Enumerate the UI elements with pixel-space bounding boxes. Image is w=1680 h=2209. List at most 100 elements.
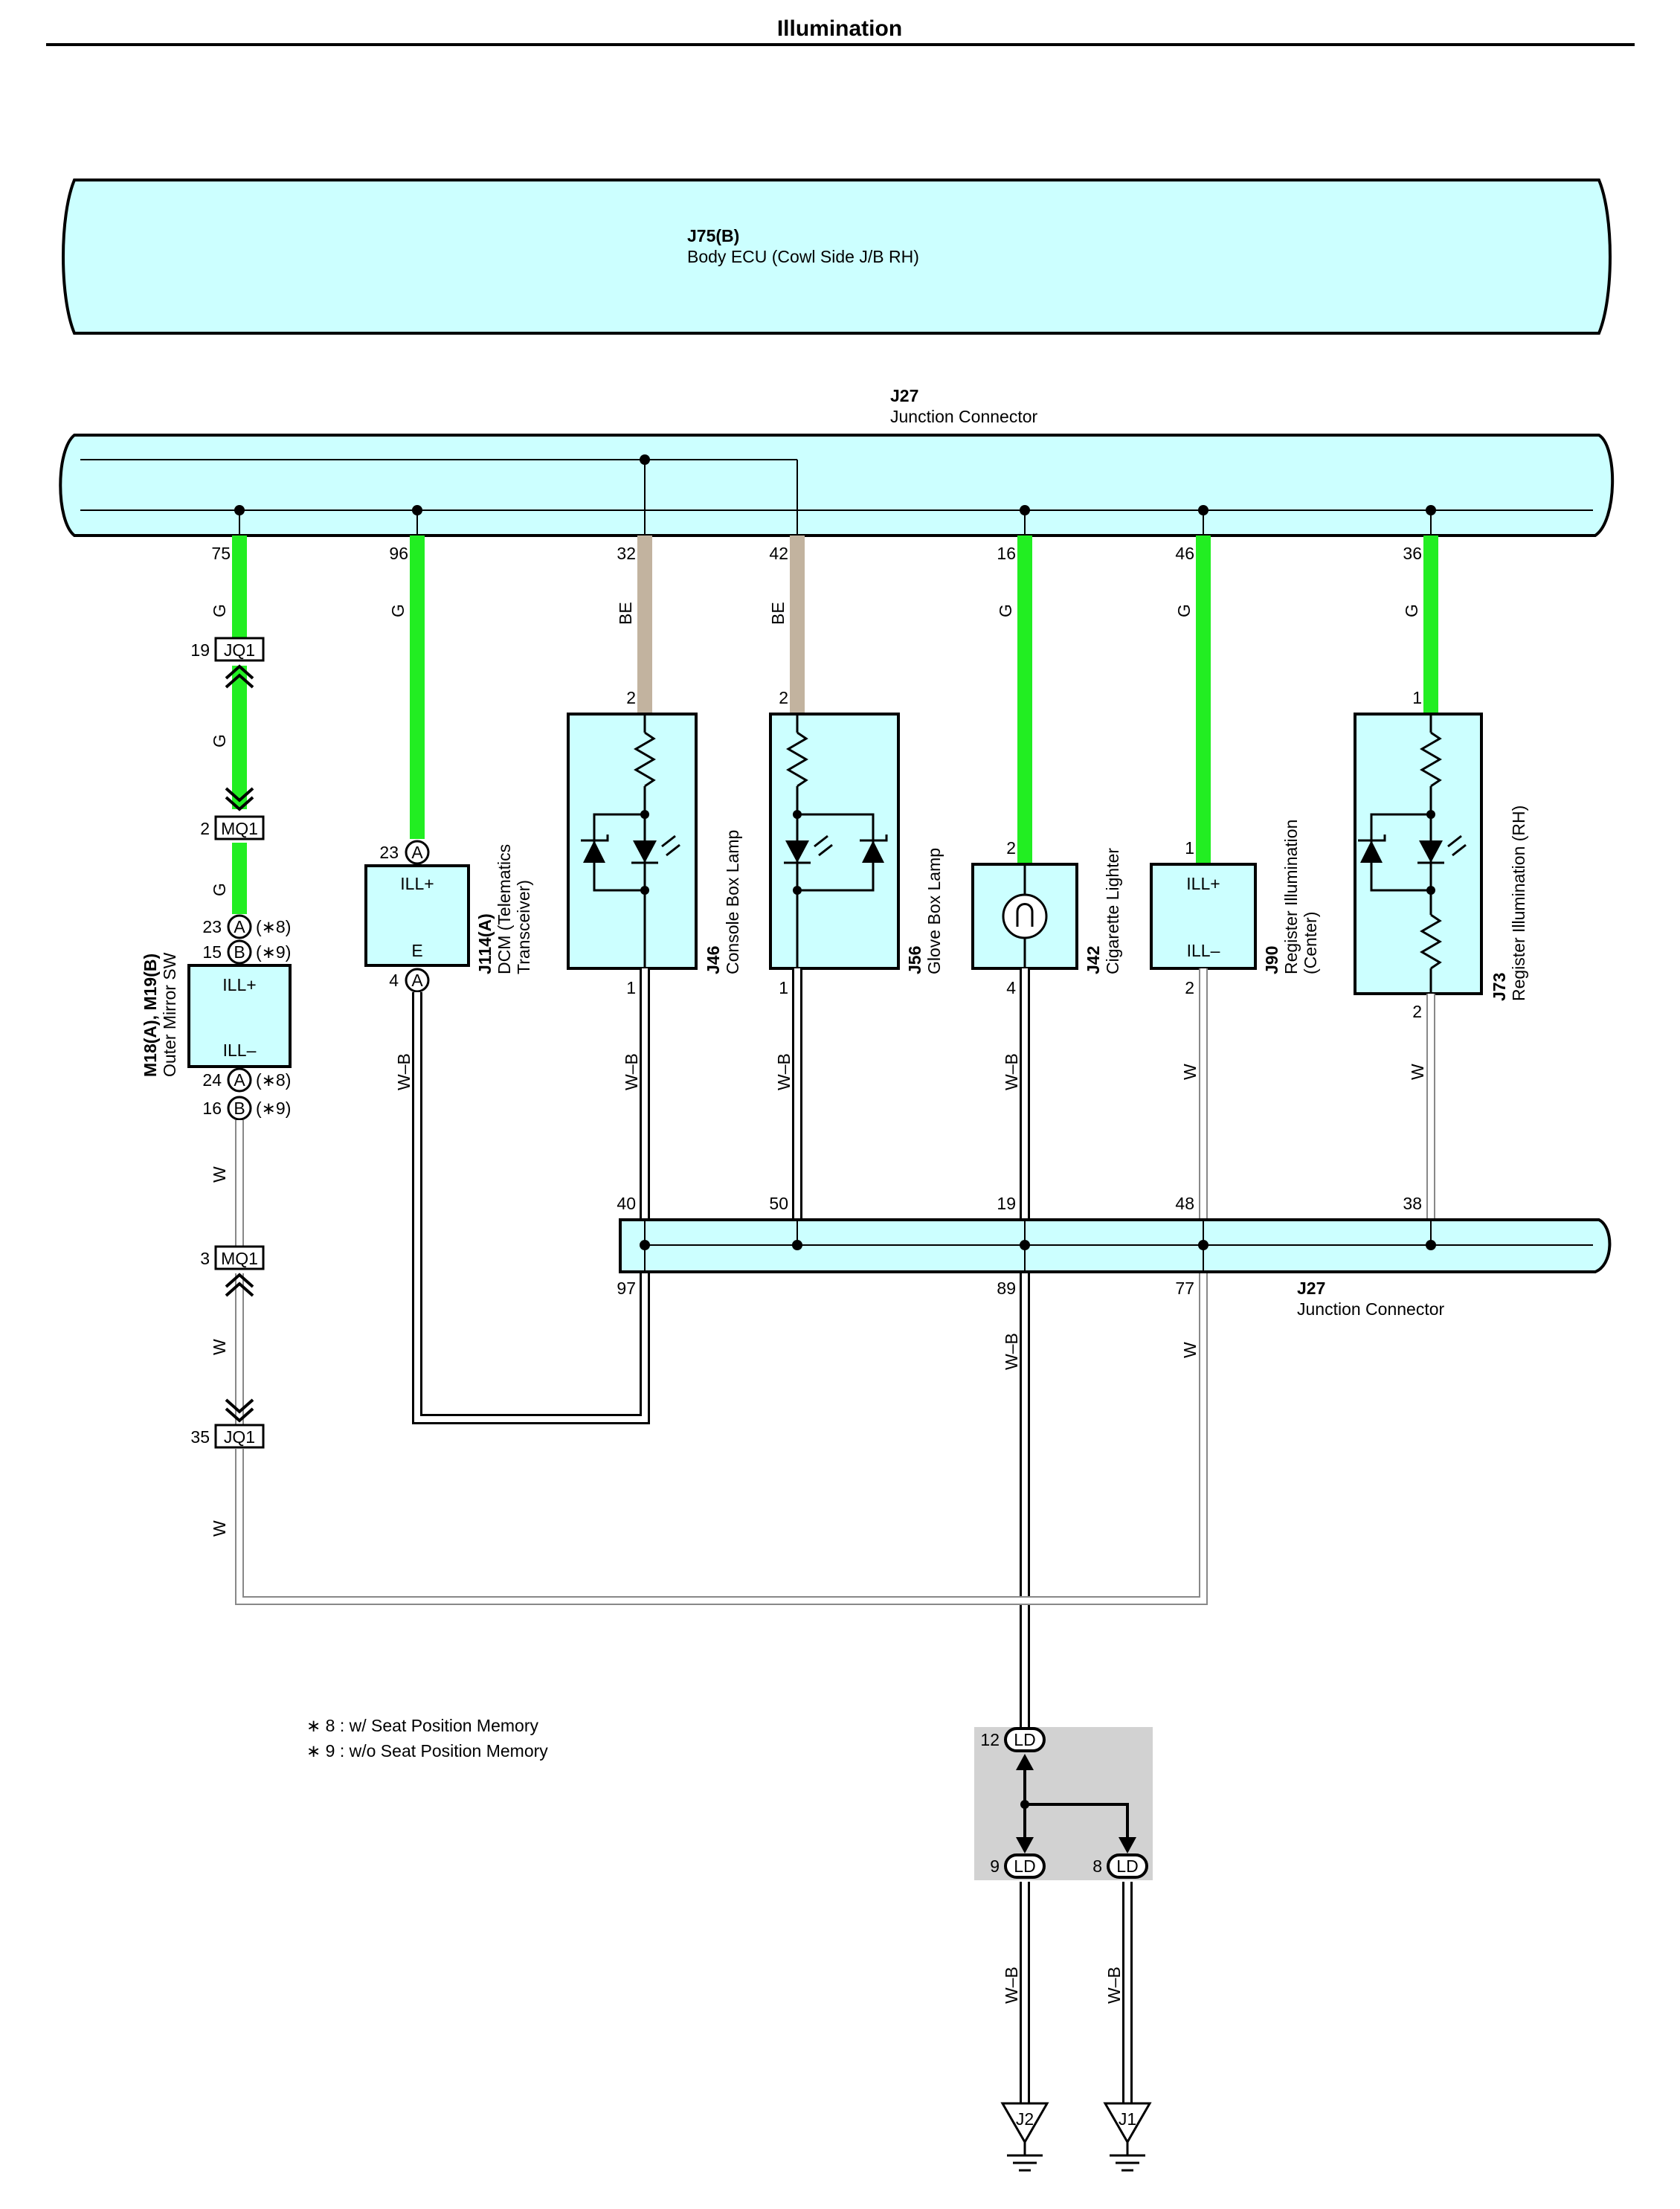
junction-bottom-dots — [640, 1240, 1436, 1250]
footnote-2: ∗ 9 : w/o Seat Position Memory — [306, 1741, 548, 1761]
junction-top-pin-16: 16 — [997, 544, 1016, 563]
console-pin-bottom: 1 — [626, 978, 636, 997]
dcm-code: J114(A) — [475, 913, 495, 974]
wire-label-g-5: G — [996, 604, 1015, 617]
junction-bottom-pin-38: 38 — [1403, 1194, 1422, 1213]
wire-label-wb-glove: W–B — [774, 1053, 794, 1090]
lighter-code: J42 — [1084, 946, 1103, 974]
wire-label-wb-lighter: W–B — [1002, 1053, 1021, 1090]
led-icon — [1419, 840, 1443, 863]
console-lamp-symbols — [581, 810, 680, 895]
lighter-bulb-icon — [1002, 864, 1048, 968]
junction-bottom-name: Junction Connector — [1297, 1299, 1445, 1319]
rh-pin-bottom: 2 — [1412, 1002, 1422, 1021]
wire-label-be-2: BE — [768, 602, 788, 625]
junction-top-box — [59, 434, 1615, 537]
console-pin-top: 2 — [626, 688, 636, 707]
chevron-up-icon — [225, 1273, 254, 1297]
wire-label-wb-89: W–B — [1002, 1333, 1021, 1370]
center-pin-bottom: 2 — [1185, 978, 1194, 997]
arrow-up-icon — [1016, 1754, 1034, 1770]
wire-label-g-7: G — [1402, 604, 1421, 617]
junction-bottom-pin-40: 40 — [617, 1194, 636, 1213]
connector-jq1-upper — [214, 637, 265, 662]
wire-label-wb-console: W–B — [622, 1053, 641, 1090]
dcm-name-2: Transceiver) — [514, 880, 533, 974]
console-code: J46 — [704, 946, 723, 974]
mirror-note-8-bottom: (∗8) — [256, 1070, 291, 1090]
wire-label-g-1: G — [210, 604, 229, 617]
wire-label-w-rh: W — [1408, 1064, 1427, 1080]
rh-pin-top: 1 — [1412, 688, 1422, 707]
dcm-pin-a-bottom-label: A — [411, 971, 423, 990]
connector-mq1-upper — [214, 815, 265, 840]
connector-mq1-lower-label: MQ1 — [221, 1249, 258, 1268]
lighter-pin-bottom: 4 — [1006, 978, 1016, 997]
ld-out-2-pin: 8 — [1092, 1856, 1102, 1876]
junction-top-pin-36: 36 — [1403, 544, 1422, 563]
junction-top-pin-46: 46 — [1175, 544, 1194, 563]
glove-code: J56 — [905, 946, 924, 974]
mirror-pin-a-bottom — [227, 1067, 252, 1093]
mirror-pin-a-bottom-num: 24 — [202, 1070, 222, 1090]
mirror-pin-b-top-label: B — [234, 942, 245, 962]
mirror-box — [187, 964, 292, 1068]
wire-w-paths — [235, 968, 1435, 1605]
ld-out-connector-2 — [1107, 1853, 1148, 1879]
rh-name: Register Illumination (RH) — [1509, 806, 1528, 1001]
wire-label-wb-g1: W–B — [1104, 1967, 1124, 2004]
center-pin-top: 1 — [1185, 838, 1194, 858]
connector-mq1-upper-label: MQ1 — [221, 819, 258, 838]
dcm-pin-a-bottom — [405, 968, 430, 993]
mirror-pin-b-bottom — [227, 1096, 252, 1121]
zener-diode-icon — [862, 840, 884, 863]
junction-bottom-pin-89: 89 — [997, 1279, 1016, 1298]
arrow-down-icon — [1016, 1837, 1034, 1853]
ld-out-1-pin: 9 — [990, 1856, 1000, 1876]
mirror-pin-b-top — [227, 939, 252, 965]
center-ill-minus: ILL– — [1187, 941, 1220, 960]
mirror-pin-a-top — [227, 914, 252, 939]
junction-top-internal — [80, 459, 1593, 536]
mirror-pin-b-bottom-label: B — [234, 1099, 245, 1118]
mirror-pin-b-top-num: 15 — [202, 942, 222, 962]
junction-top-pin-96: 96 — [389, 544, 408, 563]
wire-label-w-mirror-2: W — [210, 1339, 229, 1355]
junction-top-code: J27 — [890, 386, 918, 405]
wire-label-g-4: G — [388, 604, 408, 617]
body-ecu-name: Body ECU (Cowl Side J/B RH) — [687, 247, 919, 266]
pin-mq1-upper: 2 — [200, 819, 210, 838]
junction-bottom-pin-48: 48 — [1175, 1194, 1194, 1213]
mirror-ill-minus: ILL– — [223, 1041, 257, 1060]
ground-label-j2: J2 — [1016, 2109, 1034, 2129]
mirror-pin-b-bottom-num: 16 — [202, 1099, 222, 1118]
dcm-ill-plus: ILL+ — [400, 874, 434, 893]
mirror-name: Outer Mirror SW — [160, 952, 179, 1077]
led-icon — [785, 840, 809, 863]
splice-dot — [1020, 1800, 1029, 1809]
junction-top-pin-42: 42 — [769, 544, 788, 563]
footnote-1: ∗ 8 : w/ Seat Position Memory — [306, 1716, 538, 1735]
pin-jq1-upper: 19 — [190, 640, 210, 660]
wire-label-wb-g2: W–B — [1002, 1967, 1021, 2004]
center-name-1: Register Illumination — [1281, 820, 1301, 974]
beige-wires — [637, 536, 805, 714]
junction-top-pin-75: 75 — [211, 544, 231, 563]
ld-in-connector — [1004, 1727, 1046, 1752]
glove-pin-bottom: 1 — [779, 978, 788, 997]
dcm-box — [364, 864, 470, 967]
wire-label-w-center: W — [1180, 1064, 1200, 1080]
wire-label-g-3: G — [210, 883, 229, 896]
wire-label-g-2: G — [210, 734, 229, 747]
connector-mq1-lower — [214, 1245, 265, 1270]
ld-in-pin: 12 — [980, 1730, 1000, 1749]
glove-name: Glove Box Lamp — [924, 848, 944, 974]
junction-bottom-pin-97: 97 — [617, 1279, 636, 1298]
ld-out-connector-1 — [1004, 1853, 1046, 1879]
ld-in-label: LD — [1014, 1730, 1035, 1749]
led-icon — [633, 840, 657, 863]
wire-label-w-77: W — [1180, 1342, 1200, 1358]
zener-diode-icon — [1360, 840, 1383, 863]
glove-pin-top: 2 — [779, 688, 788, 707]
